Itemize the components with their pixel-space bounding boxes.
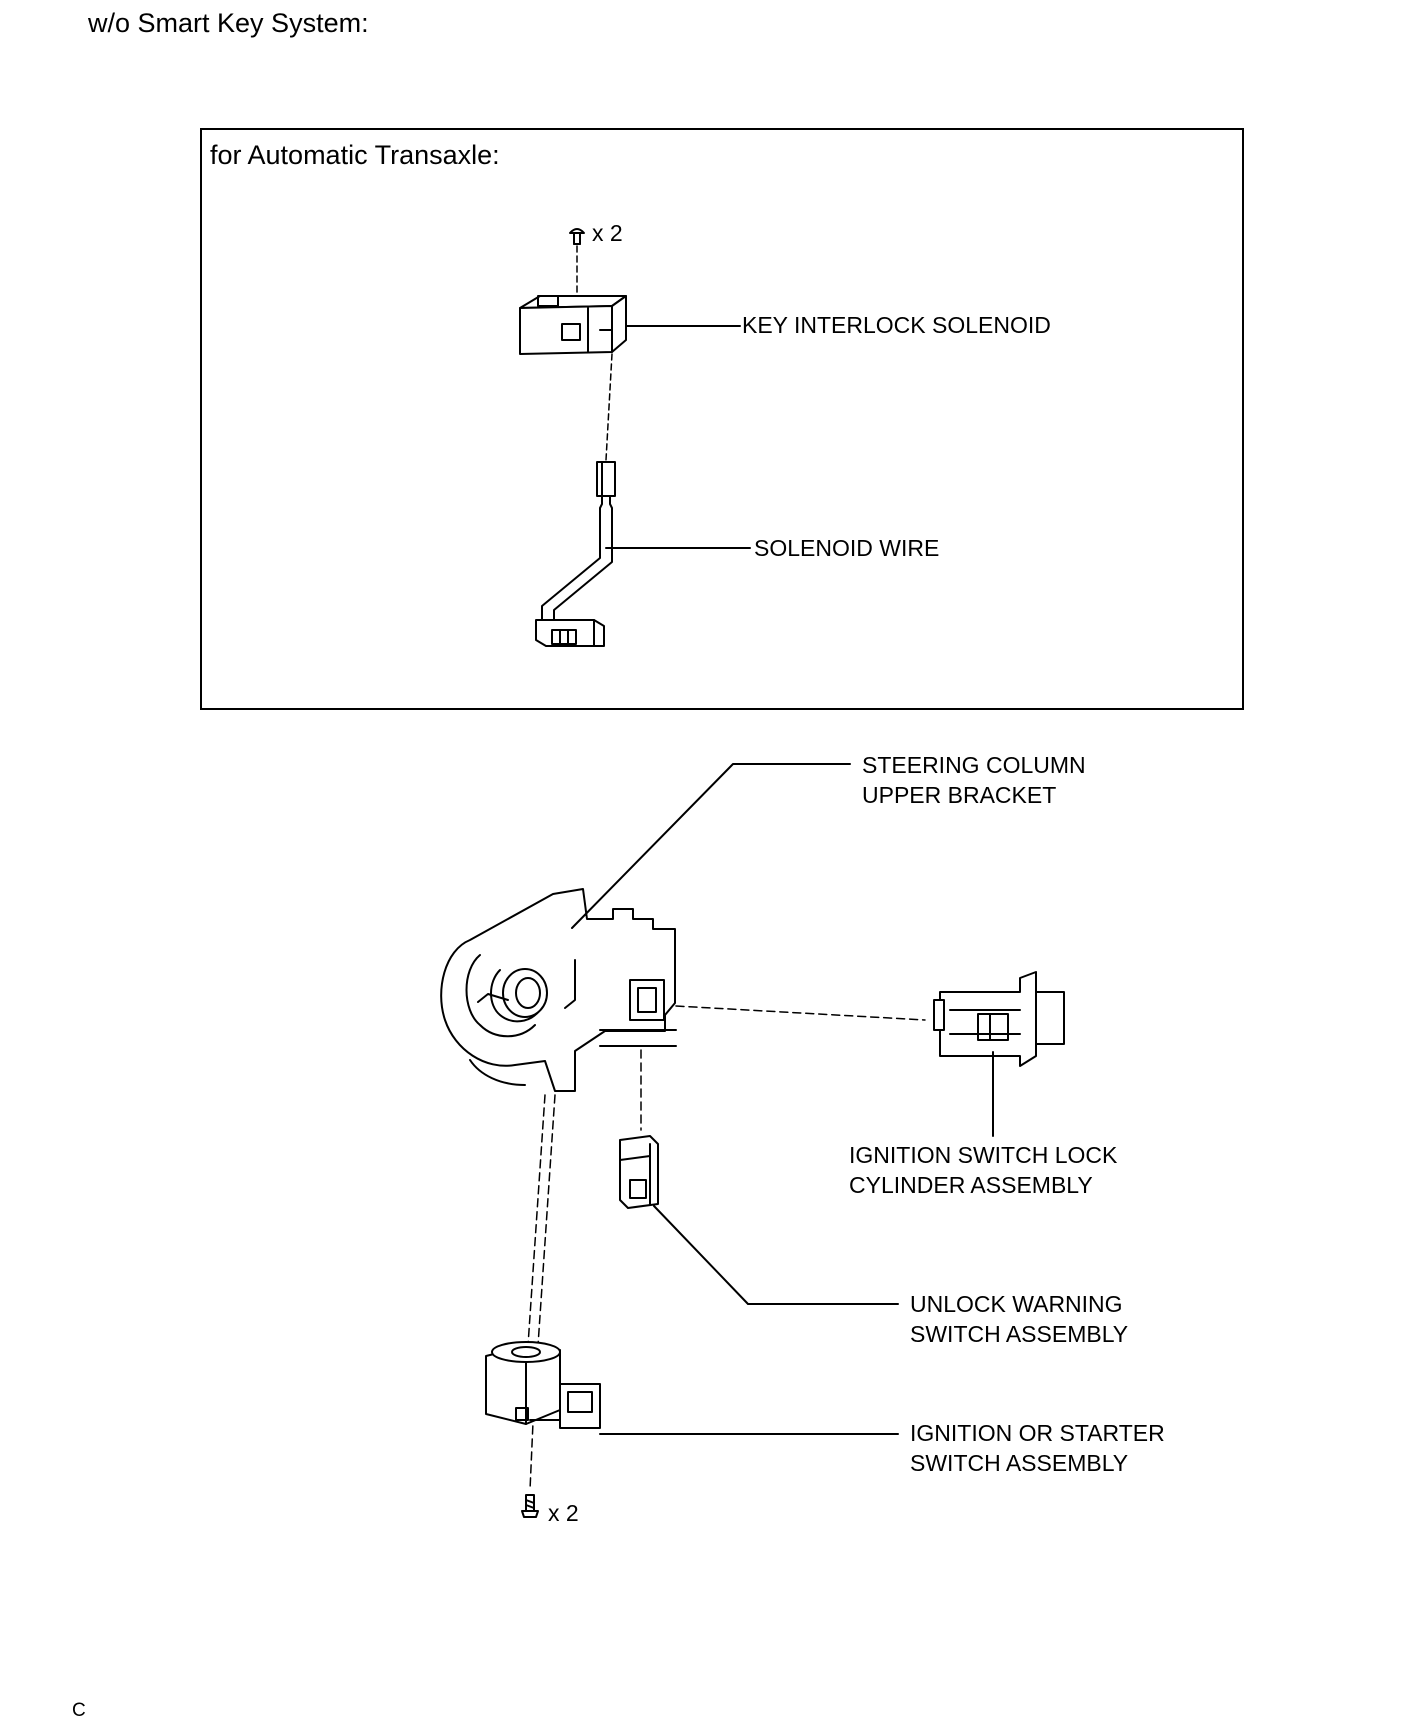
inset-screw-quantity: x 2 [592,220,623,246]
page-heading: w/o Smart Key System: [88,8,369,38]
label-ignition-switch-lock-cylinder: IGNITION SWITCH LOCK CYLINDER ASSEMBLY [849,1140,1117,1200]
label-line-1: STEERING COLUMN [862,752,1086,778]
starter-switch-guide-line-b [536,1094,556,1361]
label-solenoid-wire: SOLENOID WIRE [754,535,940,561]
leader-unlock-warning-switch [653,1205,899,1305]
inset-title: for Automatic Transaxle: [210,140,500,170]
label-line-1: UNLOCK WARNING [910,1291,1123,1317]
main-screw-icon [521,1494,539,1518]
cylinder-guide-line [675,1005,926,1021]
footer-code: C [72,1700,86,1721]
label-line-1: IGNITION OR STARTER [910,1420,1165,1446]
main-screw-quantity: x 2 [548,1500,579,1526]
solenoid-wire-part [535,461,616,647]
label-steering-column-upper-bracket: STEERING COLUMN UPPER BRACKET [862,750,1086,810]
label-ignition-starter-switch: IGNITION OR STARTER SWITCH ASSEMBLY [910,1418,1165,1478]
inset-screw-icon [569,228,585,245]
label-line-2: CYLINDER ASSEMBLY [849,1172,1093,1198]
label-line-2: UPPER BRACKET [862,782,1057,808]
label-line-2: SWITCH ASSEMBLY [910,1450,1129,1476]
unlock-warning-switch-part [619,1135,659,1209]
label-line-1: IGNITION SWITCH LOCK [849,1142,1118,1168]
solenoid-to-wire-guide-line [605,353,613,461]
starter-switch-guide-line-a [526,1094,546,1361]
label-line-2: SWITCH ASSEMBLY [910,1321,1129,1347]
steering-column-upper-bracket-part [440,888,677,1092]
key-interlock-solenoid-part [519,295,627,355]
ignition-switch-lock-cylinder-part [933,971,1065,1067]
leader-steering-column-upper-bracket [571,763,851,929]
ignition-starter-switch-part [485,1341,601,1429]
label-key-interlock-solenoid: KEY INTERLOCK SOLENOID [742,312,1051,338]
label-unlock-warning-switch: UNLOCK WARNING SWITCH ASSEMBLY [910,1289,1128,1349]
automatic-transaxle-inset: for Automatic Transaxle: [200,128,1244,710]
